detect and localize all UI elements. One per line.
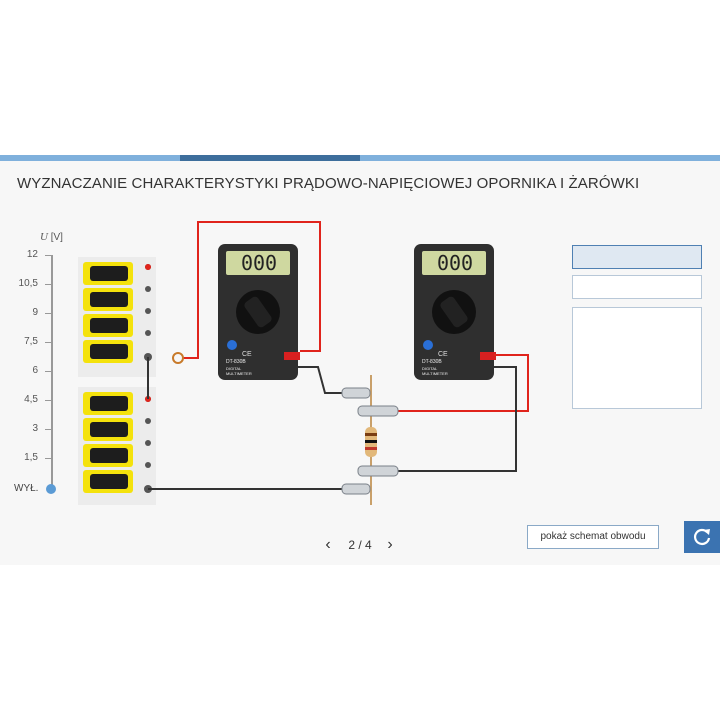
scale-tick[interactable]: 4,5 — [0, 394, 54, 410]
battery-pack-lower[interactable] — [78, 387, 156, 505]
voltage-selector-knob[interactable] — [46, 484, 56, 494]
scale-tick[interactable]: 1,5 — [0, 452, 54, 468]
multimeter-2-model: DT-830B — [422, 359, 442, 365]
bulb-option[interactable] — [572, 307, 702, 409]
scale-off-label: WYŁ. — [14, 483, 39, 494]
page-indicator: 2 / 4 — [348, 538, 372, 552]
black-wire-2[interactable] — [398, 366, 517, 472]
scale-tick[interactable]: 3 — [0, 423, 54, 439]
scale-tick[interactable]: 6 — [0, 365, 54, 381]
resistor-option-1[interactable] — [572, 245, 702, 269]
reset-button[interactable] — [684, 521, 720, 553]
multimeter-1-display: 000 — [240, 251, 278, 275]
next-page-button[interactable]: › — [387, 536, 393, 553]
scale-tick[interactable]: 12 — [0, 249, 54, 265]
scale-tick[interactable]: 10,5 — [0, 278, 54, 294]
scale-axis-var: U — [40, 231, 48, 243]
progress-bar-fill — [180, 155, 360, 161]
show-circuit-diagram-button[interactable]: pokaż schemat obwodu — [527, 525, 659, 549]
prev-page-button[interactable]: ‹ — [325, 536, 331, 553]
refresh-icon — [694, 528, 711, 545]
red-wire-2[interactable] — [398, 354, 529, 412]
multimeter-2[interactable] — [414, 244, 496, 380]
multimeter-1-model: DT-830B — [226, 359, 246, 365]
scale-tick[interactable]: 7,5 — [0, 336, 54, 352]
multimeter-2-ce: CE — [438, 351, 448, 358]
simulation-panel: WYZNACZANIE CHARAKTERYSTYKI PRĄDOWO-NAPI… — [0, 155, 720, 565]
progress-bar — [0, 155, 720, 161]
loose-terminal[interactable] — [172, 352, 184, 364]
multimeter-2-label: DIGITAL MULTIMETER — [422, 366, 448, 376]
scale-axis-unit: [V] — [50, 232, 63, 243]
multimeter-2-display: 000 — [436, 251, 474, 275]
resistor-option-2[interactable] — [572, 275, 702, 299]
page-title: WYZNACZANIE CHARAKTERYSTYKI PRĄDOWO-NAPI… — [17, 175, 640, 192]
crocodile-clips[interactable] — [341, 387, 399, 495]
multimeter-1[interactable] — [218, 244, 300, 380]
multimeter-1-ce: CE — [242, 351, 252, 358]
multimeter-1-label: DIGITAL MULTIMETER — [226, 366, 252, 376]
battery-pack-upper[interactable] — [78, 257, 156, 377]
pager: ‹ 2 / 4 › — [320, 536, 400, 554]
red-wire-1[interactable] — [183, 221, 321, 359]
scale-tick[interactable]: 9 — [0, 307, 54, 323]
scale-axis-label: U [V] — [40, 231, 63, 243]
resistor-under-test[interactable] — [365, 375, 377, 505]
black-wire-1[interactable] — [298, 366, 345, 394]
circuit-diagram — [78, 221, 688, 505]
